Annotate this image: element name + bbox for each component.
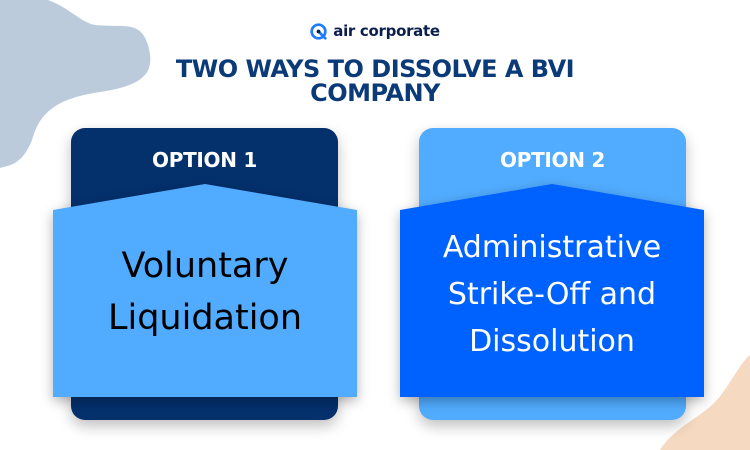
option-2-label: OPTION 2	[500, 148, 605, 172]
air-corporate-logo-icon	[310, 22, 327, 40]
option-1-title: Voluntary Liquidation	[107, 246, 303, 338]
option-1-label: OPTION 1	[152, 148, 257, 172]
page-title: TWO WAYS TO DISSOLVE A BVI COMPANY	[175, 55, 575, 107]
brand-logo: air corporate	[0, 22, 750, 40]
logo-text: air corporate	[333, 22, 440, 40]
option-2-title: Administrative Strike-Off and Dissolutio…	[442, 230, 662, 359]
option-1-content-panel: Voluntary Liquidation	[53, 184, 357, 397]
option-2-content-panel: Administrative Strike-Off and Dissolutio…	[400, 184, 704, 397]
